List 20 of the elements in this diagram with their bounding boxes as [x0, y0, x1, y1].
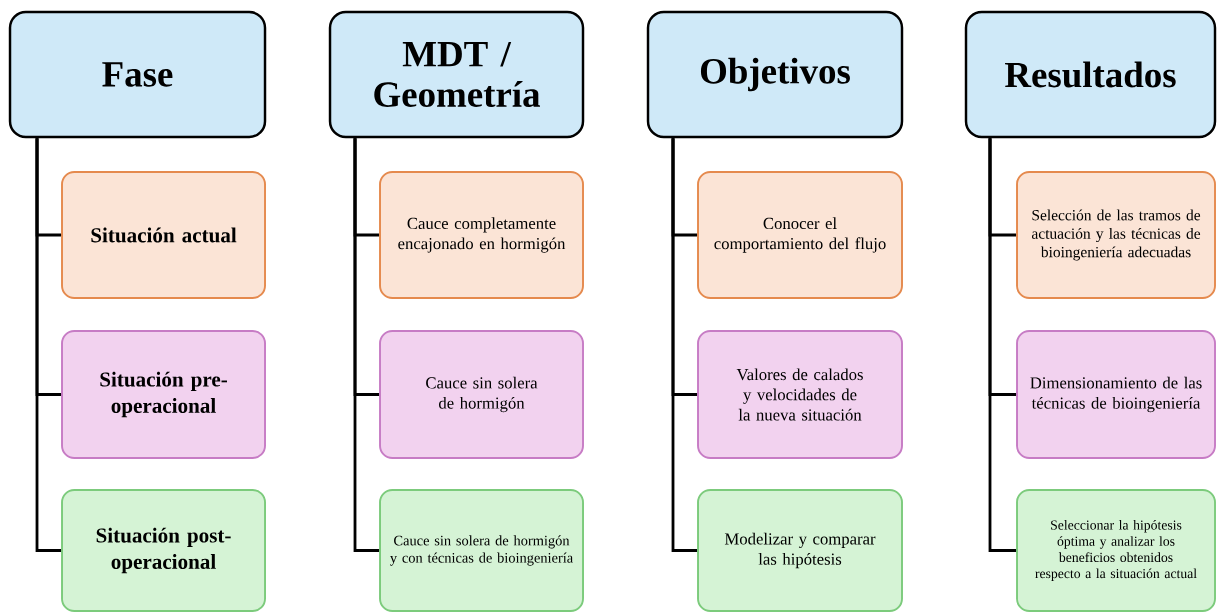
header-box: MDT / Geometría [328, 10, 585, 139]
phase-box: Conocer el comportamiento del flujo [697, 171, 903, 299]
phase-box: Valores de calados y velocidades de la nueva situación [697, 330, 903, 459]
connector-line [35, 138, 62, 552]
connector-line [671, 138, 698, 552]
header-box: Resultados [964, 10, 1217, 139]
connector-line [353, 138, 380, 552]
header-box: Fase [8, 10, 267, 139]
phase-box: Situación actual [61, 171, 266, 299]
phase-box: Dimensionamiento de las técnicas de bioingeniería [1016, 330, 1216, 459]
phase-box: Cauce completamente encajonado en hormigón [379, 171, 584, 299]
phase-box: Situación pre-operacional [61, 330, 266, 459]
phase-box: Seleccionar la hipótesis óptima y analizar los beneficios obtenidos respecto a la situación actual [1016, 489, 1216, 612]
connector-line [988, 138, 1017, 552]
phase-box: Modelizar y comparar las hipótesis [697, 489, 903, 612]
phase-box: Situación post-operacional [61, 489, 266, 612]
header-box: Objetivos [646, 10, 904, 139]
phase-box: Selección de las tramos de actuación y las técnicas de bioingeniería adecuadas [1016, 171, 1216, 299]
phase-box: Cauce sin solera de hormigón [379, 330, 584, 459]
phase-box: Cauce sin solera de hormigón y con técnicas de bioingeniería [379, 489, 584, 612]
